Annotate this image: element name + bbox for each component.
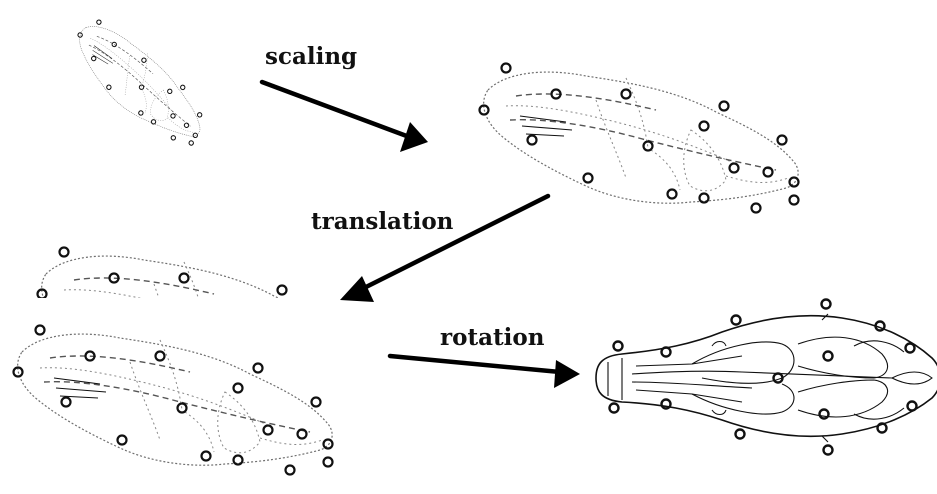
arrow-translation — [340, 193, 551, 302]
skull-original — [54, 13, 225, 150]
label-translation: translation — [311, 208, 454, 235]
arrow-rotation — [387, 353, 580, 388]
skull-translated — [12, 324, 334, 476]
skull-scaled — [478, 62, 800, 214]
arrow-scaling — [259, 79, 428, 152]
label-scaling: scaling — [265, 43, 357, 70]
label-rotation: rotation — [440, 324, 545, 351]
skull-translated-ghost — [36, 246, 320, 298]
skull-rotated — [595, 298, 937, 456]
